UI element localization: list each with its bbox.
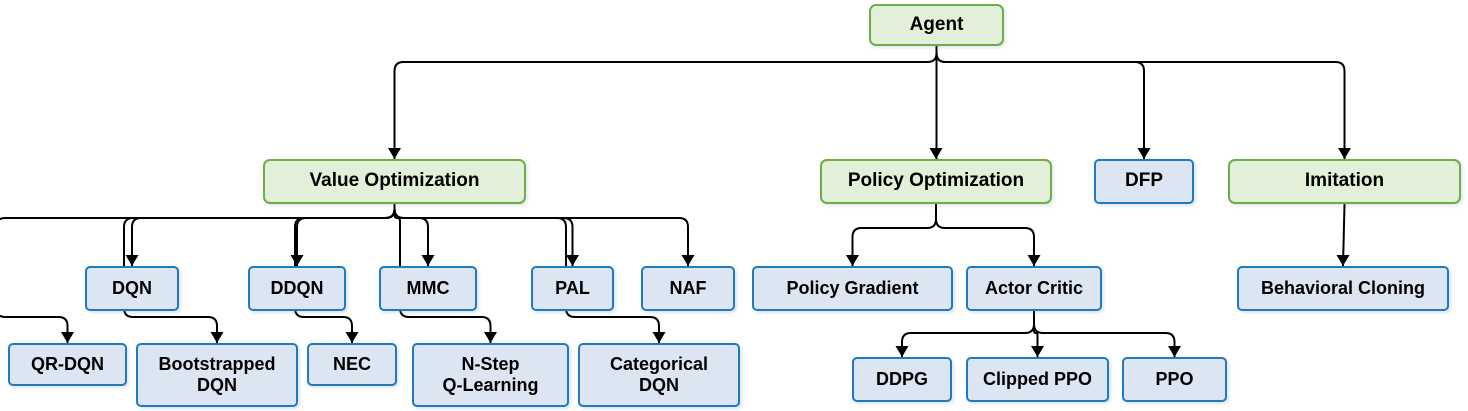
node-bootstrapped-dqn[interactable]: Bootstrapped DQN bbox=[136, 343, 298, 407]
node-pal[interactable]: PAL bbox=[531, 266, 614, 311]
node-label: Agent bbox=[909, 13, 964, 35]
arrowhead-mmc bbox=[421, 255, 435, 266]
node-dqn[interactable]: DQN bbox=[85, 266, 179, 311]
arrowhead-dfp bbox=[1137, 148, 1151, 159]
arrowhead-categorical-dqn bbox=[652, 332, 666, 343]
edge-policy-optimization-to-actor-critic bbox=[935, 204, 1035, 266]
node-ppo[interactable]: PPO bbox=[1122, 357, 1227, 402]
node-ddqn[interactable]: DDQN bbox=[248, 266, 346, 311]
arrowhead-nec bbox=[345, 332, 359, 343]
arrowhead-ppo bbox=[1168, 346, 1181, 357]
arrowhead-policy-gradient bbox=[846, 255, 859, 266]
arrowhead-ddpg bbox=[895, 346, 909, 357]
node-label: Policy Gradient bbox=[786, 277, 919, 298]
node-label: Behavioral Cloning bbox=[1260, 277, 1426, 298]
node-label: Categorical DQN bbox=[609, 353, 709, 395]
node-label: DQN bbox=[112, 277, 152, 298]
node-label: Clipped PPO bbox=[982, 368, 1092, 389]
edge-actor-critic-to-ppo bbox=[1033, 311, 1176, 357]
arrowhead-dqn bbox=[125, 255, 139, 266]
edge-policy-optimization-to-policy-gradient bbox=[851, 204, 937, 266]
node-value-optimization[interactable]: Value Optimization bbox=[263, 159, 526, 204]
edge-actor-critic-to-ddpg bbox=[901, 311, 1035, 357]
node-label: MMC bbox=[406, 277, 450, 298]
arrowhead-n-step-q-learning bbox=[484, 332, 497, 343]
node-label: Policy Optimization bbox=[847, 170, 1025, 192]
node-n-step-q-learning[interactable]: N-Step Q-Learning bbox=[412, 343, 569, 407]
node-actor-critic[interactable]: Actor Critic bbox=[966, 266, 1102, 311]
arrowhead-imitation bbox=[1338, 148, 1351, 159]
node-clipped-ppo[interactable]: Clipped PPO bbox=[966, 357, 1109, 402]
edge-imitation-to-behavioral-cloning bbox=[1342, 203, 1346, 267]
edge-agent-to-imitation bbox=[935, 46, 1346, 159]
node-policy-gradient[interactable]: Policy Gradient bbox=[752, 266, 953, 311]
node-label: QR-DQN bbox=[31, 353, 104, 374]
node-label: Imitation bbox=[1304, 170, 1385, 192]
node-nec[interactable]: NEC bbox=[307, 343, 397, 386]
node-label: DDPG bbox=[875, 368, 928, 389]
arrowhead-qr-dqn bbox=[61, 332, 74, 343]
arrowhead-clipped-ppo bbox=[1031, 346, 1044, 357]
edge-agent-to-value-optimization bbox=[393, 46, 938, 159]
node-label: PAL bbox=[555, 277, 590, 298]
arrowhead-actor-critic bbox=[1027, 255, 1041, 266]
edge-value-optimization-to-mmc bbox=[393, 204, 429, 266]
node-label: Bootstrapped DQN bbox=[158, 353, 276, 395]
edge-agent-to-dfp bbox=[935, 46, 1145, 159]
arrowhead-naf bbox=[681, 255, 695, 266]
edge-actor-critic-to-clipped-ppo bbox=[1033, 311, 1039, 357]
edge-value-optimization-to-naf bbox=[393, 204, 689, 266]
arrowhead-policy-optimization bbox=[929, 148, 943, 159]
node-label: NAF bbox=[669, 277, 707, 298]
node-label: Actor Critic bbox=[984, 277, 1083, 298]
node-label: Value Optimization bbox=[309, 170, 480, 192]
arrowhead-behavioral-cloning bbox=[1336, 255, 1350, 266]
node-behavioral-cloning[interactable]: Behavioral Cloning bbox=[1237, 266, 1449, 311]
edge-value-optimization-to-ddqn bbox=[296, 204, 396, 266]
edge-value-optimization-to-pal bbox=[393, 204, 574, 266]
edge-value-optimization-to-dqn bbox=[131, 204, 396, 266]
node-label: PPO bbox=[1155, 368, 1194, 389]
node-ddpg[interactable]: DDPG bbox=[852, 357, 952, 402]
arrowhead-pal bbox=[566, 255, 579, 266]
arrowhead-value-optimization bbox=[388, 148, 401, 159]
arrowhead-bootstrapped-dqn bbox=[210, 332, 224, 343]
node-label: DFP bbox=[1125, 170, 1163, 192]
node-label: NEC bbox=[332, 353, 371, 374]
node-qr-dqn[interactable]: QR-DQN bbox=[8, 343, 127, 386]
node-label: DDQN bbox=[270, 277, 324, 298]
node-agent[interactable]: Agent bbox=[869, 4, 1004, 46]
node-imitation[interactable]: Imitation bbox=[1228, 159, 1461, 204]
arrowhead-ddqn bbox=[290, 255, 304, 266]
node-dfp[interactable]: DFP bbox=[1094, 159, 1194, 204]
node-label: N-Step Q-Learning bbox=[442, 353, 539, 395]
node-policy-optimization[interactable]: Policy Optimization bbox=[820, 159, 1052, 204]
node-categorical-dqn[interactable]: Categorical DQN bbox=[578, 343, 740, 407]
node-mmc[interactable]: MMC bbox=[379, 266, 477, 311]
node-naf[interactable]: NAF bbox=[641, 266, 735, 311]
